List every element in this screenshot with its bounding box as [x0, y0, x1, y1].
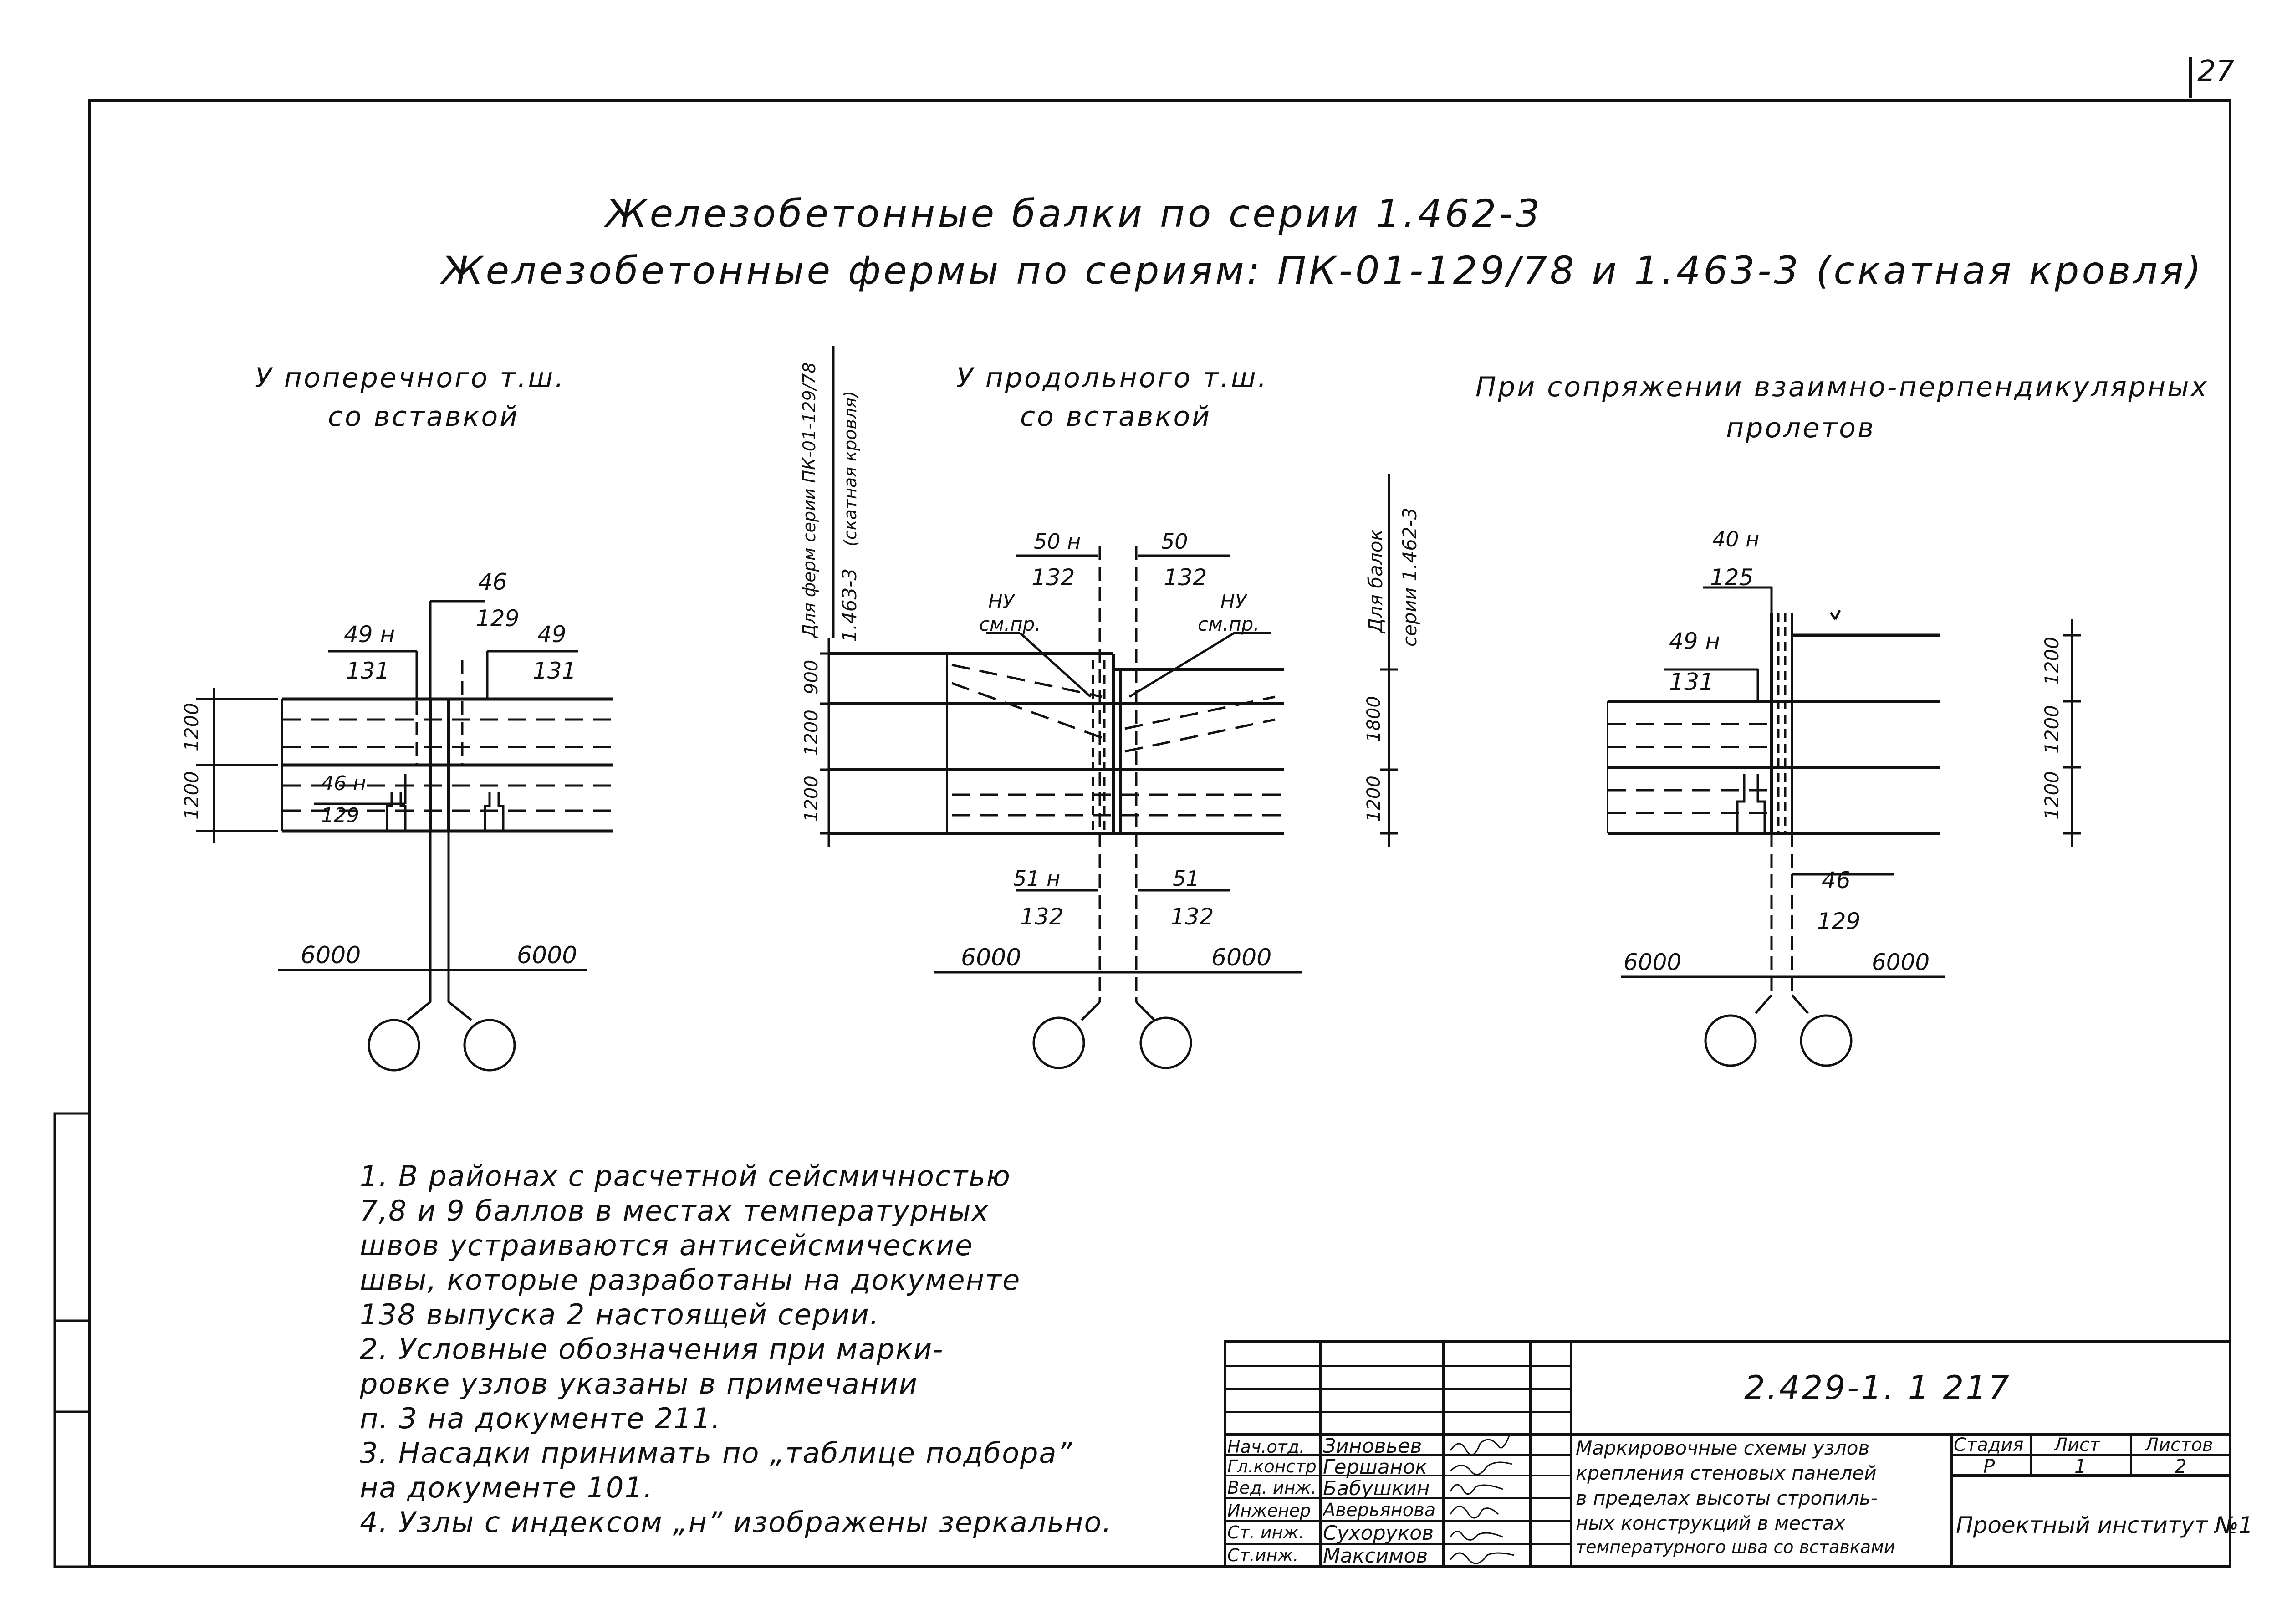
middle-panel-heading-2: со вставкой [1020, 401, 1212, 433]
note-line: 3. Насадки принимать по „таблице подбора… [360, 1436, 1073, 1470]
name-cell: Бабушкин [1323, 1477, 1430, 1500]
middle-dim-1200b: 1200 [801, 776, 822, 822]
right-top-num: 125 [1710, 564, 1753, 591]
left-right-mark: 49 [537, 621, 567, 648]
middle-bl-num: 132 [1020, 904, 1063, 930]
name-cell: Сухоруков [1323, 1522, 1434, 1545]
left-left-num: 131 [346, 658, 389, 684]
note-line: на документе 101. [360, 1471, 653, 1504]
note-line: п. 3 на документе 211. [360, 1402, 721, 1435]
right-left-num: 131 [1669, 669, 1714, 696]
middle-tl-mark: 50 н [1034, 529, 1081, 554]
description-line: температурного шва со вставками [1576, 1537, 1895, 1557]
left-lower-mark: 46 н [321, 772, 366, 795]
role-cell: Гл.констр [1227, 1456, 1317, 1476]
middle-dim-900: 900 [801, 660, 822, 695]
middle-span-left: 6000 [961, 944, 1021, 971]
middle-vertical-right-1: Для балок [1364, 529, 1387, 634]
left-panel-heading-2: со вставкой [328, 401, 520, 433]
role-cell: Ст.инж. [1227, 1545, 1299, 1565]
middle-br-mark: 51 [1173, 866, 1200, 891]
note-line: 1. В районах с расчетной сейсмичностью [360, 1159, 1011, 1193]
organization: Проектный институт №1 [1956, 1512, 2253, 1538]
name-cell: Зиновьев [1323, 1435, 1422, 1458]
left-lower-num: 129 [321, 804, 359, 827]
middle-br-num: 132 [1170, 904, 1214, 930]
sheet-number: 27 [2197, 55, 2235, 88]
middle-vertical-left-1: Для ферм серии ПК-01-129/78 [799, 362, 819, 638]
description-line: Маркировочные схемы узлов [1576, 1437, 1870, 1459]
middle-tr-num: 132 [1164, 564, 1207, 591]
left-top-num: 129 [476, 605, 519, 632]
middle-bl-mark: 51 н [1013, 866, 1060, 891]
middle-dim-1800: 1800 [1363, 696, 1384, 742]
title-line-1: Железобетонные балки по серии 1.462-3 [606, 191, 1543, 236]
middle-span-right: 6000 [1211, 944, 1271, 971]
note-line: ровке узлов указаны в примечании [360, 1367, 918, 1400]
note-line: швы, которые разработаны на документе [360, 1263, 1021, 1297]
col-stage: Стадия [1954, 1435, 2024, 1455]
left-dim-upper: 1200 [180, 703, 203, 751]
middle-nu-right-sub: см.пр. [1198, 613, 1260, 635]
note-line: 2. Условные обозначения при марки- [360, 1333, 944, 1366]
notes-block: 1. В районах с расчетной сейсмичностью 7… [360, 1159, 1112, 1540]
left-top-mark: 46 [478, 569, 507, 595]
note-line: 138 выпуска 2 настоящей серии. [360, 1298, 880, 1331]
role-cell: Нач.отд. [1227, 1437, 1305, 1457]
middle-nu-left: НУ [988, 590, 1016, 613]
stage-value: Р [1983, 1455, 1995, 1477]
right-panel-heading-2: пролетов [1726, 412, 1876, 444]
role-cell: Инженер [1227, 1501, 1311, 1521]
right-panel-heading-1: При сопряжении взаимно-перпендикулярных [1475, 371, 2209, 403]
left-span-right: 6000 [517, 942, 577, 969]
right-span-right: 6000 [1872, 949, 1930, 975]
middle-nu-right: НУ [1220, 590, 1248, 613]
middle-dim-1200a: 1200 [801, 710, 822, 756]
description-line: ных конструкций в местах [1576, 1512, 1846, 1534]
left-span-left: 6000 [301, 942, 361, 969]
middle-nu-left-sub: см.пр. [979, 613, 1041, 635]
note-line: 7,8 и 9 баллов в местах температурных [360, 1194, 990, 1227]
left-right-num: 131 [533, 658, 576, 684]
right-dim-1: 1200 [2041, 637, 2063, 685]
col-sheet: Лист [2054, 1435, 2100, 1455]
sheets-value: 2 [2175, 1455, 2187, 1477]
right-bottom-mark: 46 [1822, 867, 1851, 894]
note-line: 4. Узлы с индексом „н” изображены зеркал… [360, 1506, 1113, 1539]
right-left-mark: 49 н [1669, 628, 1720, 654]
right-top-mark: 40 н [1712, 527, 1759, 552]
right-dim-3: 1200 [2041, 771, 2063, 820]
col-sheets: Листов [2145, 1435, 2213, 1455]
left-panel-heading-1: У поперечного т.ш. [255, 362, 566, 394]
name-cell: Гершанок [1323, 1455, 1428, 1479]
name-cell: Максимов [1323, 1544, 1428, 1568]
left-dim-lower: 1200 [180, 771, 203, 820]
role-cell: Вед. инж. [1227, 1478, 1317, 1498]
middle-dim-1200c: 1200 [1363, 776, 1384, 822]
middle-panel-heading-1: У продольного т.ш. [956, 362, 1268, 394]
middle-vertical-left-2: (скатная кровля) [840, 391, 860, 546]
right-dim-2: 1200 [2041, 705, 2063, 754]
right-span-left: 6000 [1624, 949, 1681, 975]
sheet-value: 1 [2074, 1455, 2087, 1477]
name-cell: Аверьянова [1323, 1500, 1436, 1521]
middle-tr-mark: 50 [1161, 529, 1188, 554]
description-line: в пределах высоты стропиль- [1576, 1487, 1878, 1509]
right-bottom-num: 129 [1817, 908, 1860, 935]
title-line-2: Железобетонные фермы по сериям: ПК-01-12… [442, 248, 2204, 293]
left-left-mark: 49 н [344, 621, 395, 648]
role-cell: Ст. инж. [1227, 1522, 1304, 1542]
middle-vertical-right-2: серии 1.462-3 [1399, 507, 1421, 647]
doc-code: 2.429-1. 1 217 [1744, 1369, 2011, 1407]
middle-vertical-left-3: 1.463-3 [838, 568, 861, 642]
note-line: швов устраиваются антисейсмические [360, 1229, 974, 1262]
middle-tl-num: 132 [1031, 564, 1075, 591]
description-line: крепления стеновых панелей [1576, 1462, 1877, 1484]
